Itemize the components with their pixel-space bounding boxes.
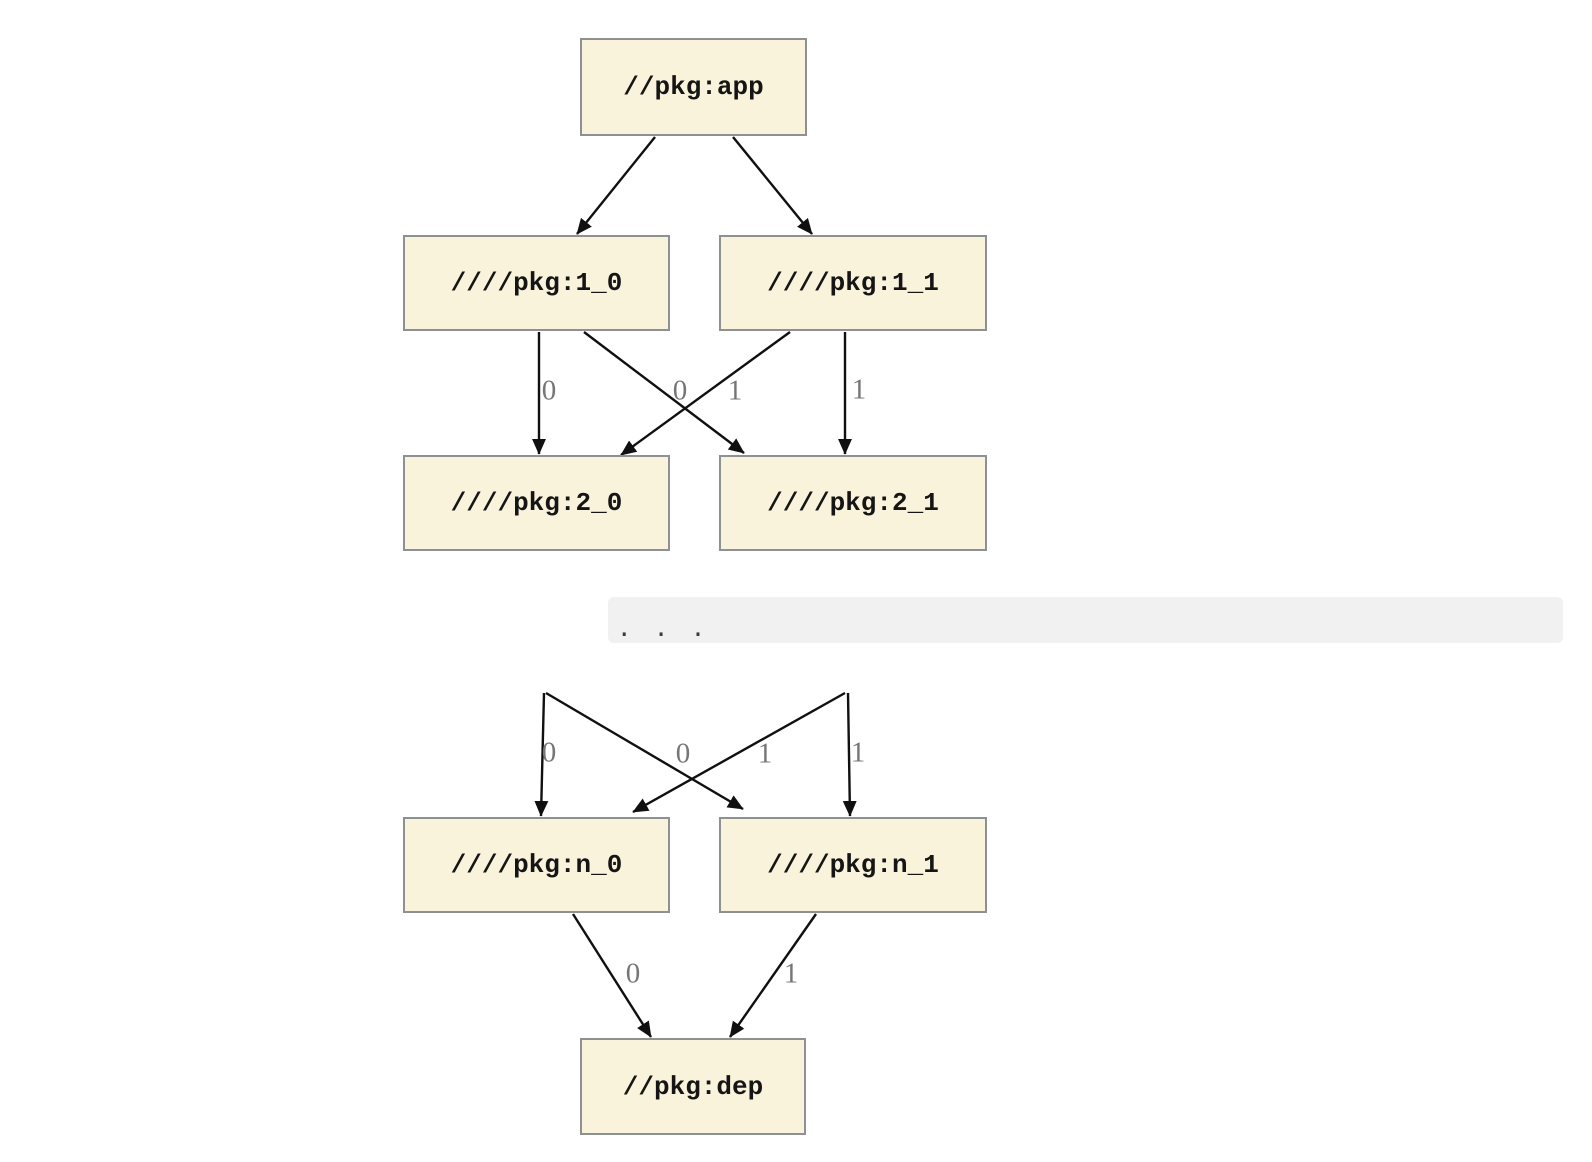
edge-app-to-1-0 [576, 136, 656, 235]
edge-label: 0 [672, 374, 688, 407]
edge-n-0-to-dep [571, 913, 653, 1038]
edge-ellipsis-to-n-1 [545, 691, 744, 811]
node-pkg-2-1: ////pkg:2_1 [719, 455, 987, 551]
node-pkg-n-0: ////pkg:n_0 [403, 817, 670, 913]
edge-label: 1 [783, 957, 799, 990]
edge-n-1-to-dep [729, 913, 817, 1038]
edge-1-0-to-2-1 [583, 331, 745, 454]
edge-label: 0 [675, 737, 691, 770]
edge-ellipsis-to-n-0 [534, 692, 549, 817]
edge-label: 1 [727, 374, 743, 407]
edge-lines [532, 136, 857, 1038]
node-pkg-1-1: ////pkg:1_1 [719, 235, 987, 331]
node-pkg-app: //pkg:app [580, 38, 807, 136]
edge-label: 0 [541, 374, 557, 407]
node-pkg-2-0: ////pkg:2_0 [403, 455, 670, 551]
edge-label: 1 [851, 373, 867, 406]
edge-1-1-to-2-0 [620, 331, 791, 456]
edge-label: 0 [541, 736, 557, 769]
edge-label: 1 [757, 737, 773, 770]
ellipsis-text: . . . [617, 614, 710, 642]
ellipsis-code-block: . . . [608, 597, 1563, 643]
edge-app-to-1-1 [732, 136, 813, 235]
node-pkg-dep: //pkg:dep [580, 1038, 806, 1135]
node-pkg-n-1: ////pkg:n_1 [719, 817, 987, 913]
edge-label: 1 [850, 736, 866, 769]
node-pkg-1-0: ////pkg:1_0 [403, 235, 670, 331]
edge-ellipsis-to-n-1 [842, 692, 857, 817]
edge-label: 0 [625, 957, 641, 990]
edge-ellipsis-to-n-0 [632, 691, 846, 814]
